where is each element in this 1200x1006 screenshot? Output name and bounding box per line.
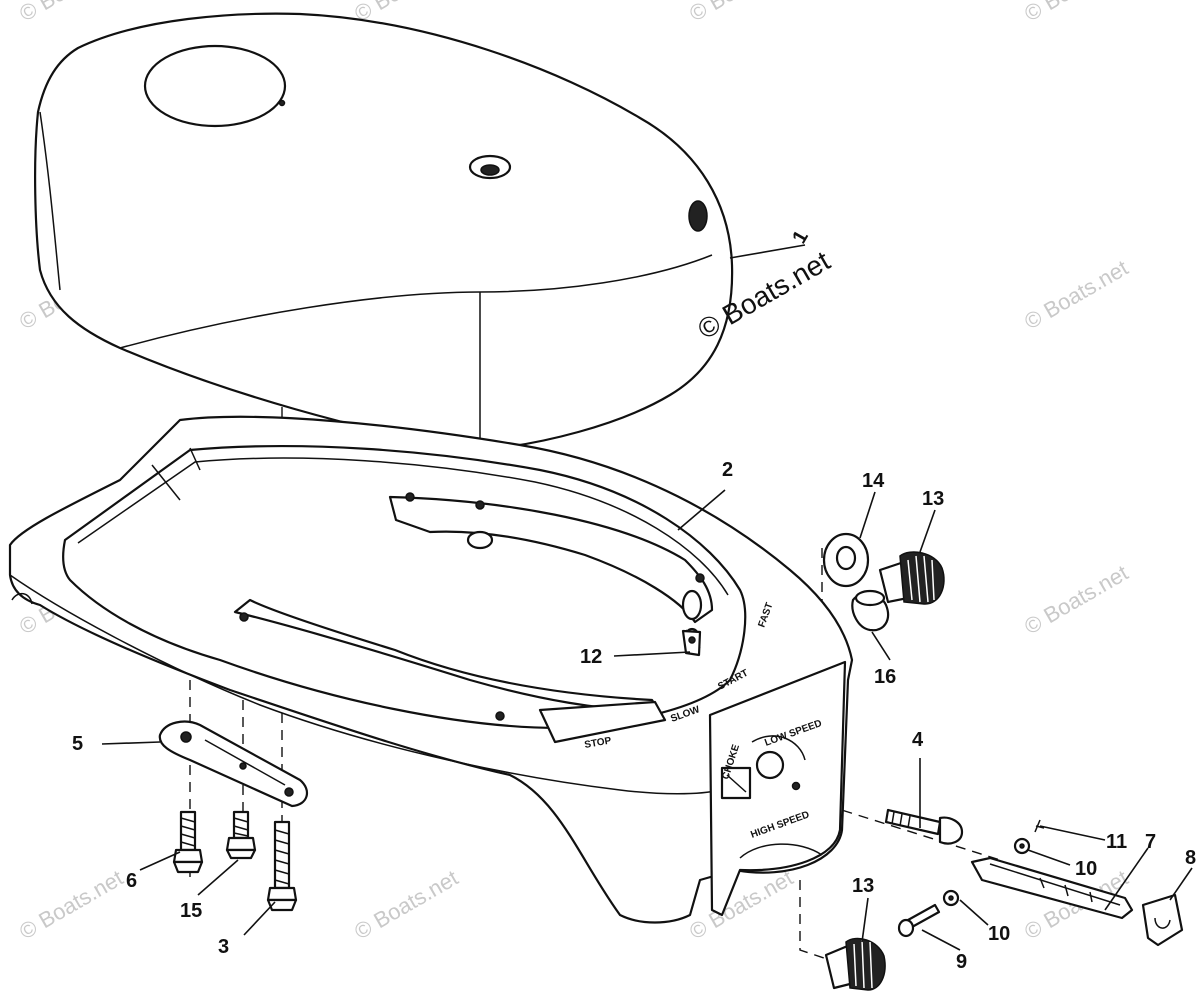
label-part-8: 8 [1185, 847, 1196, 869]
leader-lines [101, 244, 1193, 951]
washer-14 [822, 532, 870, 588]
part-labels: 1 2 14 13 16 12 5 4 11 7 8 10 6 15 13 10… [72, 227, 1196, 973]
throttle-link-7 [970, 856, 1134, 920]
washer-10-upper [1013, 837, 1031, 855]
watermark: © Boats.net [1020, 0, 1132, 26]
watermark: © Boats.net [15, 0, 127, 26]
label-part-5: 5 [72, 733, 83, 755]
pin-9 [897, 903, 941, 938]
label-part-6: 6 [126, 870, 137, 892]
bracket-plate [158, 720, 309, 808]
engine-cover [34, 12, 734, 452]
screw-6 [172, 810, 204, 874]
label-part-7: 7 [1145, 831, 1156, 853]
screw-3 [266, 820, 298, 912]
watermark: © Boats.net [685, 0, 797, 26]
watermark: © Boats.net [350, 865, 462, 944]
watermark: © Boats.net [1020, 255, 1132, 334]
knob-13-lower [824, 937, 886, 991]
label-part-16: 16 [874, 666, 896, 688]
label-part-12: 12 [580, 646, 602, 668]
pin-11 [1034, 819, 1045, 833]
clip-8 [1141, 893, 1184, 947]
knob-13-upper [878, 551, 945, 605]
label-part-2: 2 [722, 459, 733, 481]
label-part-10-lower: 10 [988, 923, 1010, 945]
knob-cap-16 [851, 589, 890, 632]
lower-motor-cover: FAST START SLOW STOP CHOKE HIGH SPEED LO… [8, 415, 854, 924]
label-part-1: 1 [788, 227, 813, 248]
panel-label-stop: STOP [584, 735, 613, 751]
label-part-15: 15 [180, 900, 202, 922]
watermark: © Boats.net [1020, 560, 1132, 639]
label-part-10-upper: 10 [1075, 858, 1097, 880]
label-part-9: 9 [956, 951, 967, 973]
screw-15 [225, 810, 257, 860]
screw-4 [884, 808, 964, 845]
label-part-3: 3 [218, 936, 229, 958]
washer-10-lower [942, 889, 960, 907]
label-part-11: 11 [1106, 831, 1127, 853]
clip-12 [681, 629, 702, 657]
label-part-13-upper: 13 [922, 488, 944, 510]
watermark: © Boats.net [15, 865, 127, 944]
label-part-13-lower: 13 [852, 875, 874, 897]
label-part-14: 14 [862, 470, 885, 492]
label-part-4: 4 [912, 729, 924, 751]
